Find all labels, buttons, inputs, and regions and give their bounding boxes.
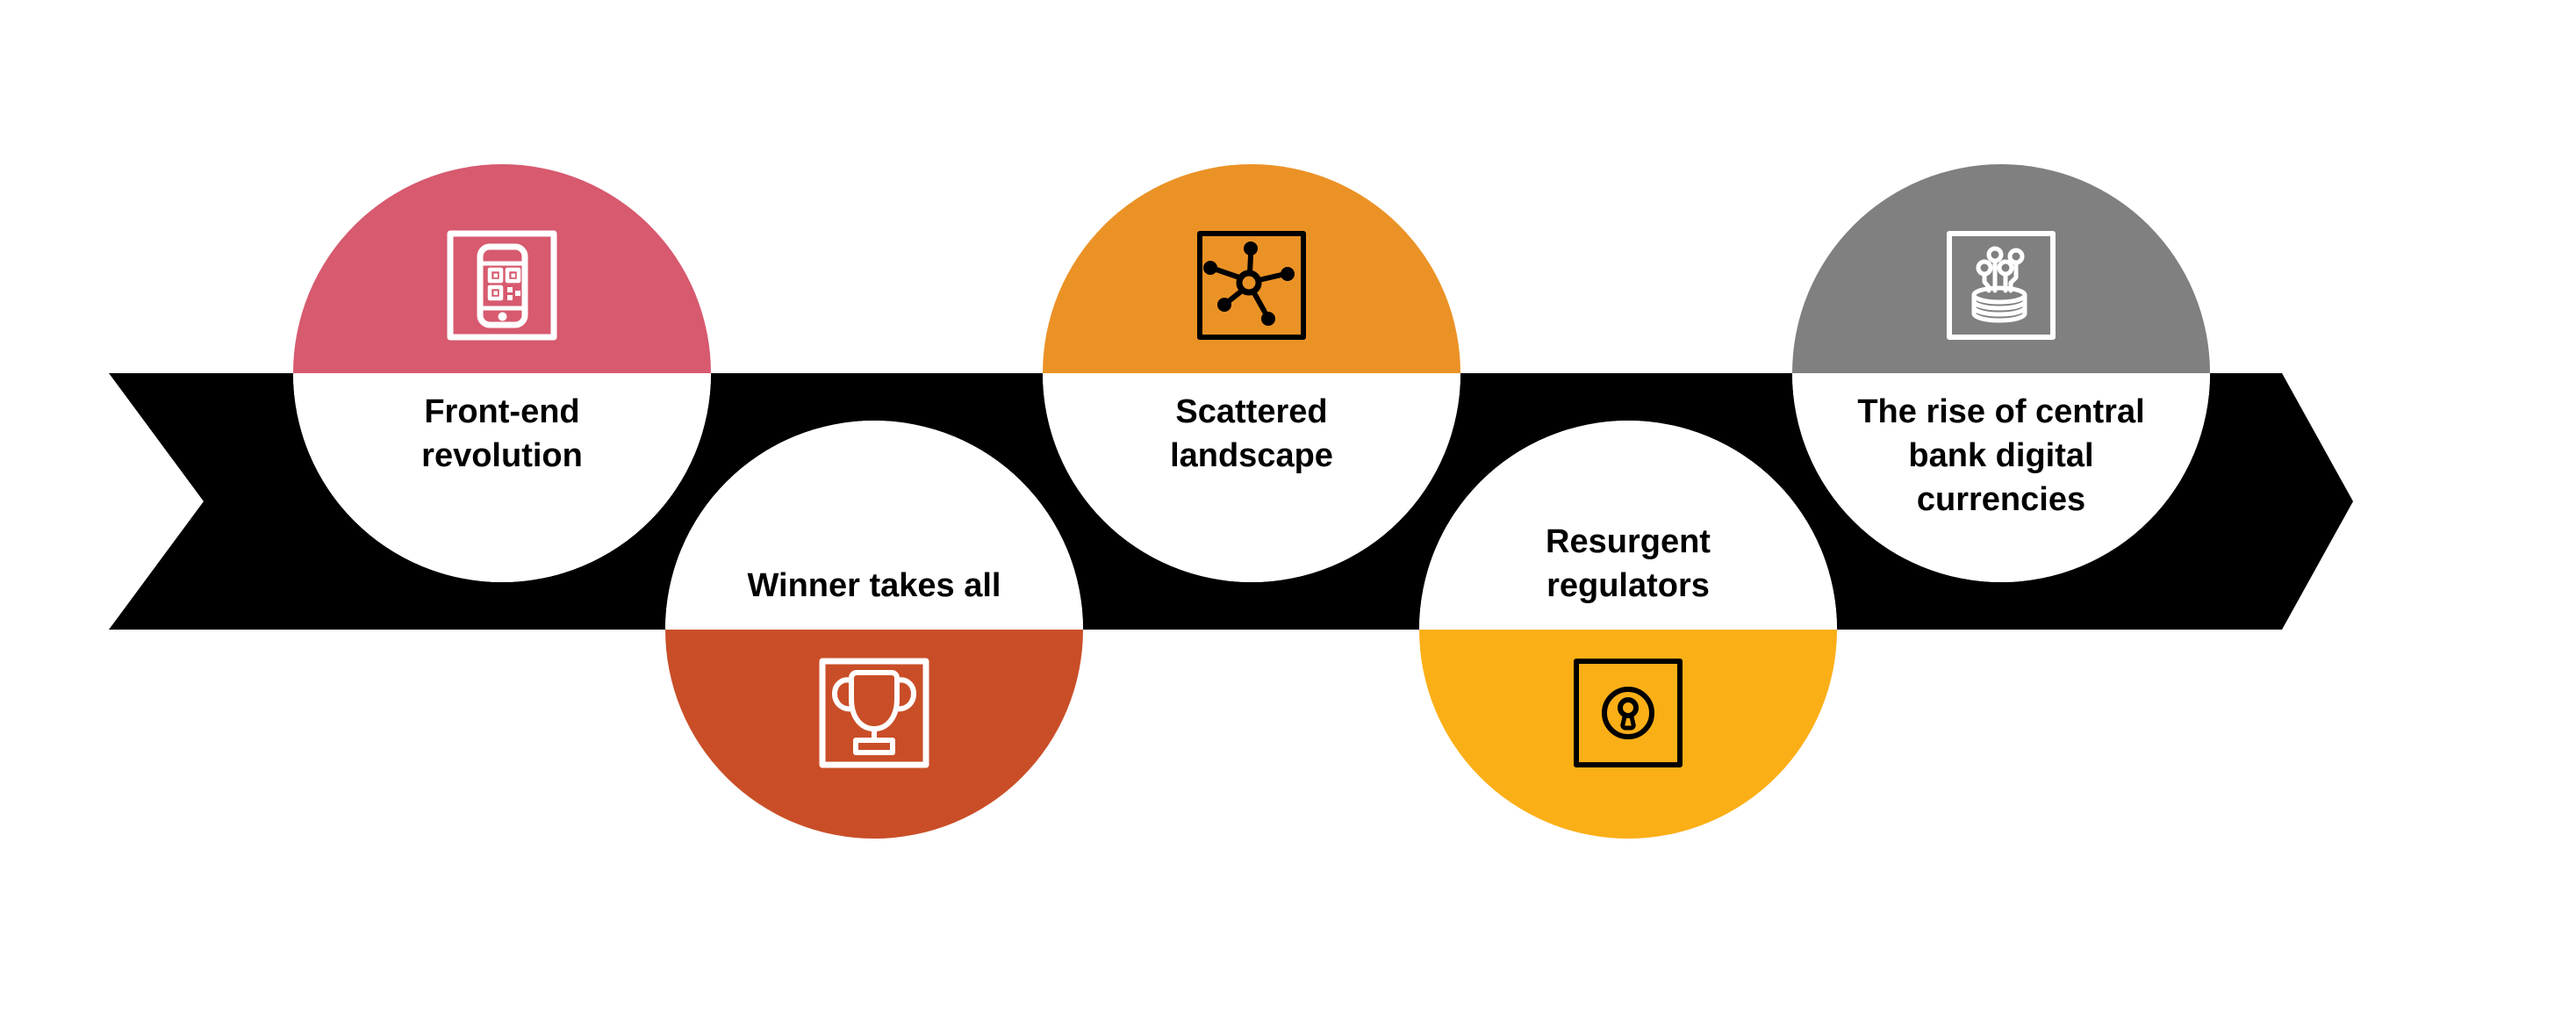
node-label: The rise of central bank digital currenc…: [1857, 393, 2145, 518]
circle-white-half: [1792, 373, 2210, 582]
node-front-end-revolution: Front-end revolution: [293, 164, 711, 582]
network-hub-icon: [1197, 231, 1306, 340]
circle-white-half: [1043, 373, 1460, 582]
node-cbdc-rise: The rise of central bank digital currenc…: [1792, 164, 2210, 582]
trophy-icon: [819, 658, 929, 768]
coins-circuit-icon: [1947, 231, 2056, 340]
node-label: Winner takes all: [747, 567, 1001, 604]
node-circle: The rise of central bank digital currenc…: [1792, 164, 2210, 582]
node-label: Resurgent regulators: [1546, 523, 1711, 604]
node-label: Front-end revolution: [421, 393, 583, 474]
node-circle: Resurgent regulators: [1419, 421, 1837, 839]
circle-white-half: [1419, 421, 1837, 630]
node-circle: Front-end revolution: [293, 164, 711, 582]
circle-white-half: [665, 421, 1083, 630]
node-circle: Scattered landscape: [1043, 164, 1460, 582]
circle-white-half: [293, 373, 711, 582]
node-label: Scattered landscape: [1170, 393, 1333, 474]
node-resurgent-regulators: Resurgent regulators: [1419, 421, 1837, 839]
node-scattered-landscape: Scattered landscape: [1043, 164, 1460, 582]
node-winner-takes-all: Winner takes all: [665, 421, 1083, 839]
node-circle: Winner takes all: [665, 421, 1083, 839]
keyhole-icon: [1574, 659, 1683, 767]
smartphone-qr-icon: [447, 230, 557, 341]
